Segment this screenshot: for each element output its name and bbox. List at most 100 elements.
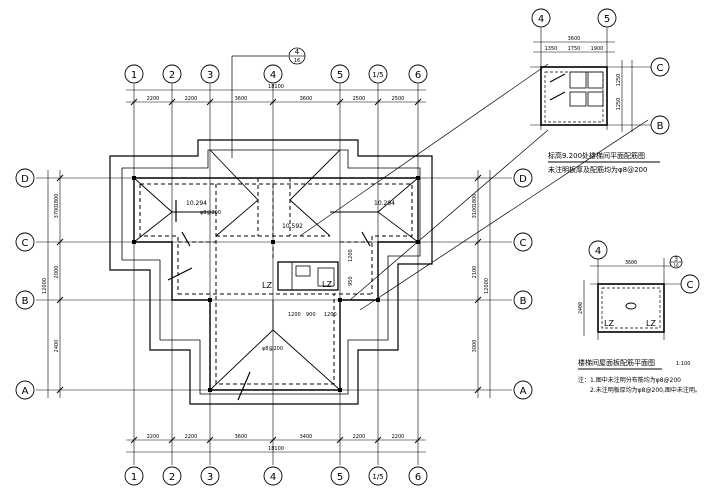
grid-bottom-6: 6 (415, 472, 421, 483)
detail1-bubble-5: 5 (604, 14, 610, 25)
detail2-bubble-4: 4 (595, 246, 601, 257)
elevation-1: 10.294 (186, 200, 207, 207)
dimension-texts-vertical: 1800 3700 2000 2400 12000 1800 3100 2100… (42, 194, 490, 353)
grid-bottom-2: 2 (169, 472, 175, 483)
detail2-caption: 楼梯间屋面板配筋平面图 (578, 358, 655, 367)
detail1-bubble-C: C (657, 63, 664, 74)
grid-left-B: B (22, 296, 29, 307)
dim-left-4: 2400 (54, 340, 60, 353)
detail1-bubble-4: 4 (538, 14, 544, 25)
elevation-2: 10.294 (374, 200, 395, 207)
detail2-dim-side: 2400 (578, 302, 584, 314)
detail1-caption-title: 标高9.200处楼梯间平面配筋图 (548, 151, 645, 160)
grid-bottom-1: 1 (131, 472, 137, 483)
dim-right-3: 2100 (472, 266, 478, 279)
section-ref-den: 16 (294, 58, 300, 64)
grid-left-D: D (21, 174, 29, 185)
dim-right-total: 12000 (484, 278, 490, 294)
dim-left-3: 2000 (54, 266, 60, 279)
detail1-caption: 标高9.200处楼梯间平面配筋图 未注明板厚及配筋均为φ8@200 (548, 151, 660, 174)
grid-top-2: 2 (169, 70, 175, 81)
detail1-bubble-B: B (657, 121, 664, 132)
grid-top-4: 4 (270, 70, 276, 81)
grid-top-6: 6 (415, 70, 421, 81)
detail-stair-plan (530, 8, 670, 135)
dim-top-5: 2500 (353, 96, 366, 102)
dim-bottom-4: 3400 (300, 434, 313, 440)
detail1-dim-b: 1750 (568, 46, 581, 52)
columns (132, 176, 420, 392)
elevation-3: 10.592 (282, 223, 303, 230)
small-dim-4: 1200 (348, 249, 354, 262)
slab-outline (133, 177, 419, 391)
horizontal-grid-lines (36, 177, 512, 391)
dimension-texts: 2200 2200 3600 3600 2500 2500 18100 2200… (147, 84, 405, 452)
dim-top-2: 2200 (185, 96, 198, 102)
detail1-dim-a: 1350 (545, 46, 558, 52)
detail1-dim-side-b: 1250 (616, 98, 622, 111)
detail2-lz-1: LZ (604, 319, 614, 328)
detail2-scale: 1:100 (676, 361, 690, 367)
dim-right-4: 3000 (472, 340, 478, 353)
grid-bottom-4: 4 (270, 472, 276, 483)
grid-top-1: 1 (131, 70, 137, 81)
dim-bottom-5: 2200 (353, 434, 366, 440)
detail1-dim-total: 3600 (568, 36, 581, 42)
grid-right-C: C (520, 238, 527, 249)
grid-bubble-labels: 1 2 3 4 5 1/5 6 1 2 3 4 5 1/5 6 D C B A … (21, 70, 527, 483)
stair-hole (277, 261, 339, 291)
detail2-labels: 4 C 3600 2400 3 16 LZ LZ 楼梯间屋面板配筋平面图 1:1… (578, 246, 701, 394)
main-plan (36, 55, 649, 465)
dim-bottom-3: 3600 (235, 434, 248, 440)
small-dim-5: 950 (348, 276, 354, 286)
lz-label-2: LZ (322, 280, 332, 289)
roof-eave-inner (121, 149, 421, 395)
rebar-marks (167, 200, 371, 401)
grid-bottom-5: 5 (337, 472, 343, 483)
detail2-lz-2: LZ (646, 319, 656, 328)
small-dim-2: 900 (306, 312, 316, 318)
dim-bottom-total: 18100 (268, 446, 284, 452)
detail-roof-slab (583, 240, 700, 340)
detail2-dim: 3600 (625, 260, 637, 266)
grid-bottom-1-5: 1/5 (372, 473, 383, 481)
grid-right-D: D (519, 174, 527, 185)
detail2-ref-num: 3 (674, 256, 678, 263)
grid-left-C: C (22, 238, 29, 249)
grid-bottom-3: 3 (207, 472, 213, 483)
dashed-beams (139, 178, 413, 385)
section-reference: 4 16 (288, 47, 306, 65)
vertical-grid-lines (133, 84, 419, 465)
detail2-ref-den: 16 (673, 263, 679, 268)
grid-top-3: 3 (207, 70, 213, 81)
dim-bottom-1: 2200 (147, 434, 160, 440)
lz-label-1: LZ (262, 281, 272, 290)
small-dim-1: 1200 (288, 312, 301, 318)
dim-bottom-2: 2200 (185, 434, 198, 440)
grid-left-A: A (22, 386, 29, 397)
hip-ridges (133, 149, 419, 391)
dim-top-1: 2200 (147, 96, 160, 102)
grid-right-A: A (520, 386, 527, 397)
roof-eave-outline (109, 139, 433, 405)
dim-top-3: 3600 (235, 96, 248, 102)
grid-top-5: 5 (337, 70, 343, 81)
dim-right-2: 3100 (472, 206, 478, 219)
leader-lines (231, 55, 649, 311)
dim-left-2: 3700 (54, 206, 60, 219)
detail1-caption-note: 未注明板厚及配筋均为φ8@200 (548, 165, 647, 174)
detail1-dim-side-a: 1250 (616, 74, 622, 87)
detail2-bubble-C: C (687, 280, 694, 291)
section-ref-num: 4 (295, 48, 300, 56)
detail2-note2: 2.未注明板厚均为φ8@200,图中未注明。 (590, 386, 701, 394)
hole-top-rebar: φ8@200 (200, 210, 221, 216)
grid-top-1-5: 1/5 (372, 71, 383, 79)
dimension-lines (47, 89, 491, 453)
hole-mid-rebar: φ8@200 (262, 346, 283, 352)
plan-annotations: LZ LZ 10.294 10.294 10.592 φ8@200 φ8@200… (186, 200, 395, 352)
dim-bottom-6: 2200 (392, 434, 405, 440)
detail2-note1: 注：1.图中未注明分布筋均为φ8@200 (578, 376, 681, 384)
grid-bubbles (15, 64, 533, 486)
dim-top-total: 18100 (268, 84, 284, 90)
